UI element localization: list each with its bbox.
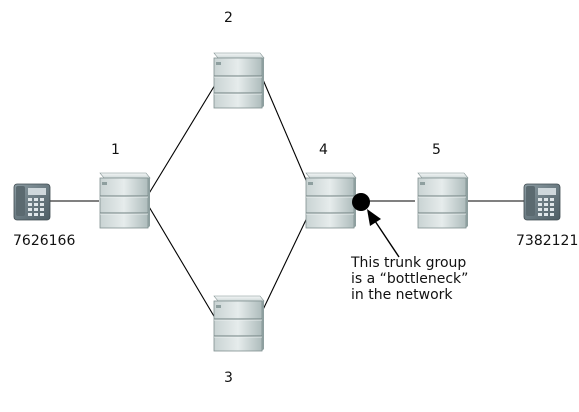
switch-1-label: 1 — [111, 142, 120, 158]
phone-number-right: 7382121 — [516, 233, 579, 249]
telephone-left-icon — [13, 183, 51, 221]
switch-3-label: 3 — [224, 370, 233, 386]
link-switch-1-switch-3 — [144, 199, 222, 329]
switch-5-icon — [417, 172, 469, 229]
annotation-line: This trunk group — [351, 255, 467, 271]
telephone-right-icon — [523, 183, 561, 221]
switch-5-label: 5 — [432, 142, 441, 158]
link-switch-1-switch-2 — [144, 74, 222, 201]
switch-4-label: 4 — [319, 142, 328, 158]
switch-1-icon — [99, 172, 151, 229]
annotation-line: in the network — [351, 287, 453, 303]
switch-3-icon — [213, 295, 265, 352]
switch-2-icon — [213, 52, 265, 109]
phone-number-left: 7626166 — [13, 233, 76, 249]
switch-4-icon — [305, 172, 357, 229]
annotation-line: is a “bottleneck” — [351, 271, 469, 287]
bottleneck-marker-icon — [352, 193, 370, 211]
bottleneck-annotation: This trunk group is a “bottleneck” in th… — [351, 255, 468, 303]
switch-2-label: 2 — [224, 10, 233, 26]
pointer-arrow-icon — [367, 209, 400, 258]
